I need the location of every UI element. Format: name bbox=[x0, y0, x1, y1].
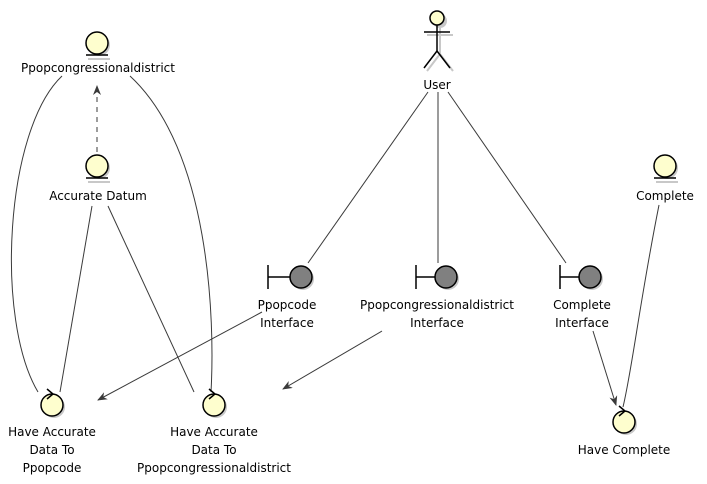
boundary-complete-interface[interactable]: Complete Interface bbox=[553, 265, 611, 330]
arrow-ppopcongressionaldistrict-interface-to-have-accurate-ppopcongressionaldistrict bbox=[282, 330, 383, 390]
link-user-to-ppopcode-interface bbox=[307, 91, 429, 264]
link-user-to-complete-interface bbox=[447, 91, 567, 264]
control-have-accurate-ppopcongressionaldistrict-line3: Ppopcongressionaldistrict bbox=[137, 461, 291, 475]
entity-icon bbox=[85, 31, 110, 60]
actor-user-label: User bbox=[423, 78, 450, 92]
boundary-ppopcongressionaldistrict-interface-line1: Ppopcongressionaldistrict bbox=[360, 298, 514, 312]
boundary-ppopcongressionaldistrict-interface-line2: Interface bbox=[410, 316, 464, 330]
control-icon bbox=[612, 405, 637, 435]
boundary-complete-interface-line2: Interface bbox=[555, 316, 609, 330]
control-have-accurate-ppopcongressionaldistrict-line1: Have Accurate bbox=[170, 425, 258, 439]
actor-user-icon bbox=[423, 10, 454, 72]
control-have-accurate-ppopcode-line2: Data To bbox=[29, 443, 74, 457]
connections bbox=[10, 75, 660, 408]
link-ppopcongressionaldistrict-to-have-accurate-ppopcode bbox=[10, 75, 63, 393]
boundary-icon bbox=[415, 265, 459, 290]
control-have-accurate-ppopcongressionaldistrict-line2: Data To bbox=[191, 443, 236, 457]
link-accuratedatum-to-have-accurate-ppopcongressionaldistrict bbox=[107, 205, 195, 393]
control-have-accurate-data-to-ppopcode[interactable]: Have Accurate Data To Ppopcode bbox=[8, 388, 96, 475]
control-icon bbox=[202, 388, 227, 418]
boundary-complete-interface-line1: Complete bbox=[553, 298, 611, 312]
actor-user[interactable]: User bbox=[423, 10, 454, 92]
entity-ppopcongressionaldistrict[interactable]: Ppopcongressionaldistrict bbox=[21, 31, 175, 75]
entity-complete-label: Complete bbox=[636, 189, 694, 203]
boundary-ppopcode-interface-line2: Interface bbox=[260, 316, 314, 330]
boundary-icon bbox=[267, 265, 314, 290]
entity-icon bbox=[85, 154, 110, 183]
entity-accurate-datum[interactable]: Accurate Datum bbox=[49, 154, 147, 203]
arrow-ppopcode-interface-to-have-accurate-ppopcode bbox=[97, 311, 263, 401]
boundary-ppopcode-interface-line1: Ppopcode bbox=[258, 298, 317, 312]
control-icon bbox=[40, 388, 65, 418]
boundary-ppopcongressionaldistrict-interface[interactable]: Ppopcongressionaldistrict Interface bbox=[360, 265, 514, 330]
entity-icon bbox=[653, 154, 678, 183]
boundary-icon bbox=[559, 265, 603, 290]
link-accuratedatum-to-have-accurate-ppopcode bbox=[59, 205, 93, 393]
control-have-accurate-ppopcode-line3: Ppopcode bbox=[23, 461, 82, 475]
entity-accurate-datum-label: Accurate Datum bbox=[49, 189, 147, 203]
link-ppopcongressionaldistrict-to-have-accurate-ppopcongressionaldistrict bbox=[129, 75, 213, 393]
control-have-accurate-data-to-ppopcongressionaldistrict[interactable]: Have Accurate Data To Ppopcongressionald… bbox=[137, 388, 291, 475]
link-complete-to-have-complete bbox=[622, 204, 660, 408]
control-have-complete[interactable]: Have Complete bbox=[578, 405, 671, 457]
control-have-complete-line1: Have Complete bbox=[578, 443, 671, 457]
entity-complete[interactable]: Complete bbox=[636, 154, 694, 203]
boundary-ppopcode-interface[interactable]: Ppopcode Interface bbox=[258, 265, 317, 330]
entity-ppopcongressionaldistrict-label: Ppopcongressionaldistrict bbox=[21, 61, 175, 75]
arrow-complete-interface-to-have-complete bbox=[592, 330, 618, 406]
control-have-accurate-ppopcode-line1: Have Accurate bbox=[8, 425, 96, 439]
